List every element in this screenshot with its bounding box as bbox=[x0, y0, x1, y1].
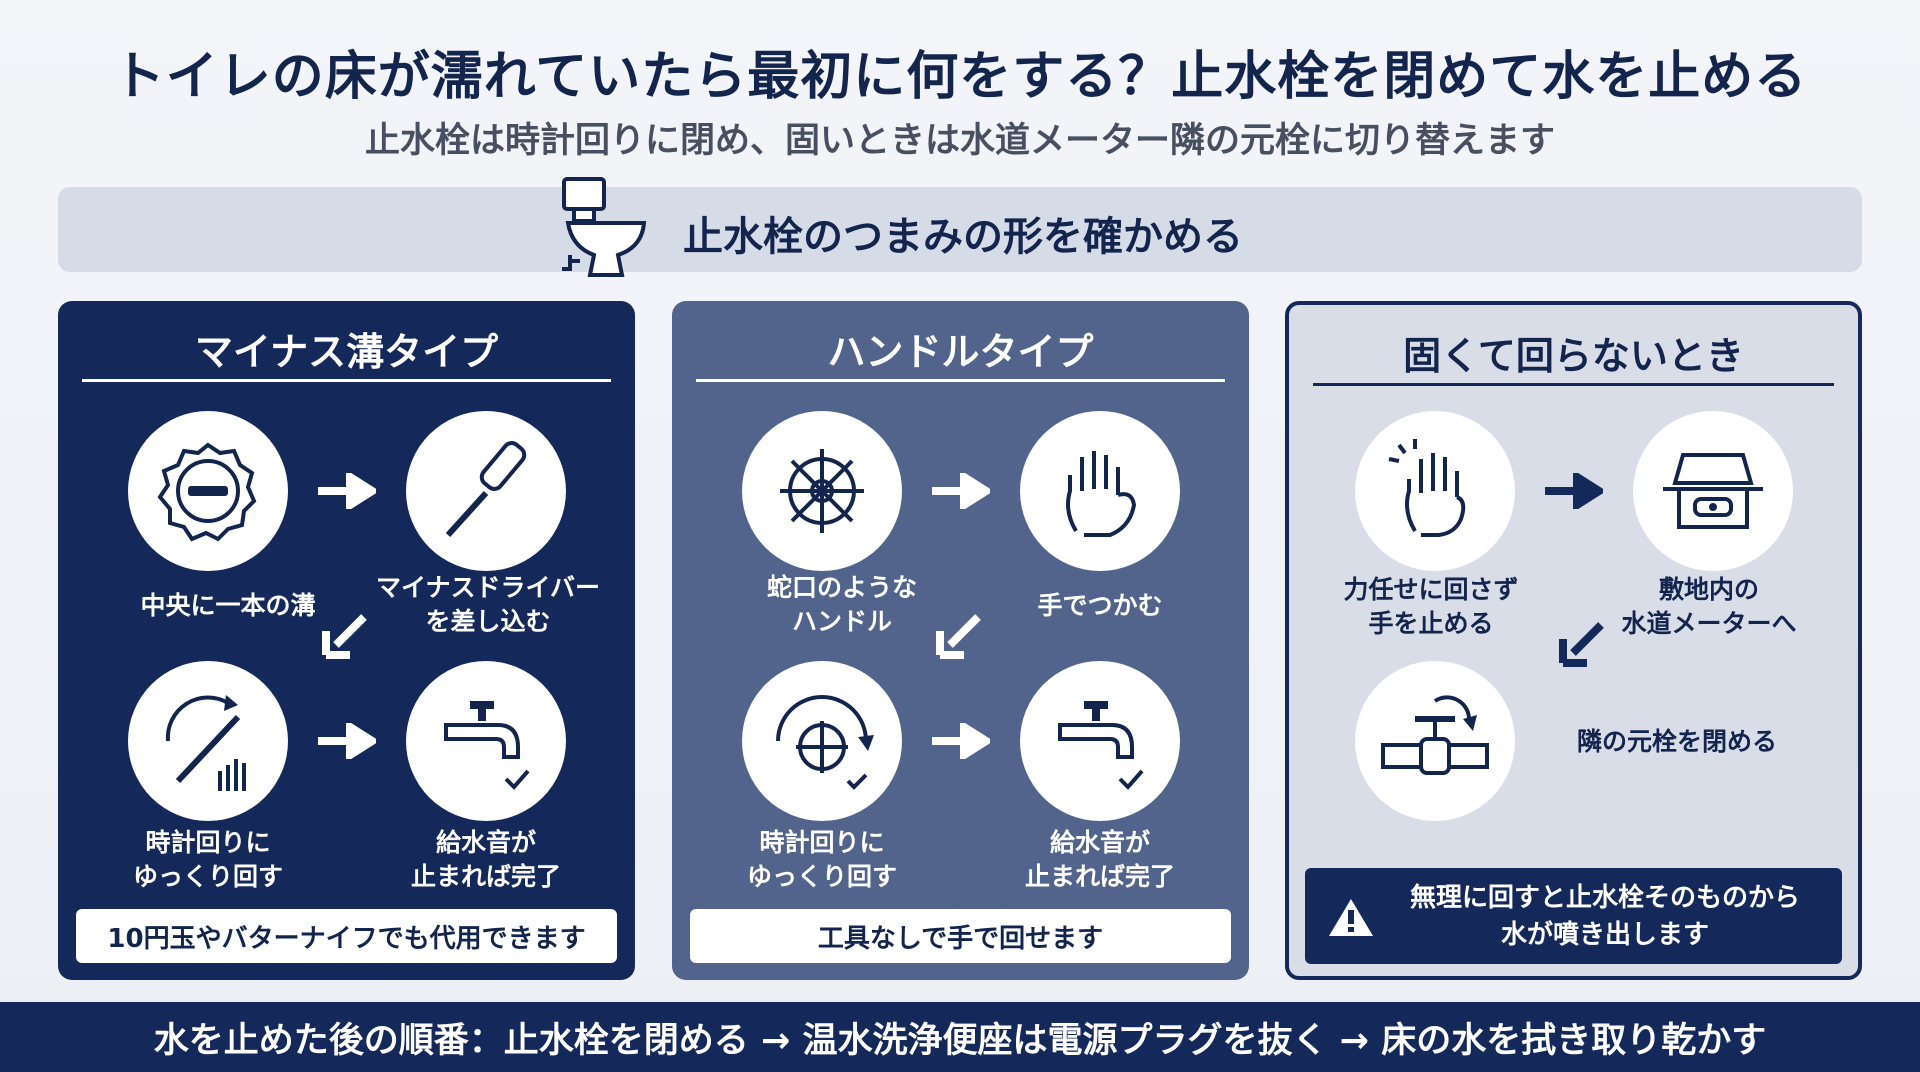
warning-text: 無理に回すと止水栓そのものから水が噴き出します bbox=[1409, 883, 1800, 950]
divider bbox=[696, 379, 1225, 382]
step-label: 力任せに回さず手を止める bbox=[1343, 575, 1519, 638]
turn-screwdriver-icon bbox=[128, 661, 288, 821]
panel-slotted-type: マイナス溝タイプ 中央に一本の溝 マイナスドライバーを差し込む 時計回りにゆっく… bbox=[58, 301, 635, 980]
panel-title: マイナス溝タイプ bbox=[194, 330, 499, 374]
page-title: トイレの床が濡れていたら最初に何をする？止水栓を閉めて水を止める bbox=[112, 47, 1808, 107]
water-meter-box-icon bbox=[1633, 411, 1793, 571]
page-subtitle: 止水栓は時計回りに閉め、固いときは水道メーター隣の元栓に切り替えます bbox=[364, 121, 1555, 161]
panel-note: 工具なしで手で回せます bbox=[690, 909, 1231, 963]
step-label: マイナスドライバーを差し込む bbox=[375, 573, 600, 636]
panel-title: ハンドルタイプ bbox=[827, 330, 1094, 374]
divider bbox=[82, 379, 611, 382]
arrow-right-icon bbox=[1545, 473, 1603, 509]
handle-wheel-icon bbox=[742, 411, 902, 571]
warning-icon bbox=[1329, 899, 1373, 936]
faucet-check-icon bbox=[1020, 661, 1180, 821]
step-label: 手でつかむ bbox=[1037, 591, 1163, 620]
turn-handle-icon bbox=[742, 661, 902, 821]
step-label: 時計回りにゆっくり回す bbox=[746, 828, 897, 891]
step-label: 給水音が止まれば完了 bbox=[410, 828, 561, 891]
toilet-icon bbox=[562, 177, 647, 277]
arrow-right-icon bbox=[932, 473, 990, 509]
arrow-down-left-icon bbox=[936, 614, 981, 659]
step-label: 中央に一本の溝 bbox=[140, 591, 316, 620]
footer-steps: 水を止めた後の順番：止水栓を閉める → 温水洗浄便座は電源プラグを抜く → 床の… bbox=[0, 1002, 1920, 1072]
step-label: 蛇口のようなハンドル bbox=[766, 573, 917, 636]
arrow-down-left-icon bbox=[322, 614, 367, 659]
arrow-right-icon bbox=[318, 723, 376, 759]
banner: 止水栓のつまみの形を確かめる bbox=[58, 177, 1862, 277]
faucet-check-icon bbox=[406, 661, 566, 821]
step-label: 敷地内の水道メーターへ bbox=[1621, 575, 1797, 638]
arrow-down-left-icon bbox=[1559, 622, 1604, 667]
screwdriver-icon bbox=[406, 411, 566, 571]
panel-title: 固くて回らないとき bbox=[1403, 334, 1744, 378]
arrow-right-icon bbox=[318, 473, 376, 509]
panel-stuck-valve: 固くて回らないとき 力任せに回さず手を止める 敷地内の水道メーターへ 隣の元栓を… bbox=[1285, 301, 1862, 980]
slotted-valve-icon bbox=[128, 411, 288, 571]
divider bbox=[1313, 383, 1834, 386]
hand-stop-icon bbox=[1355, 411, 1515, 571]
main-valve-icon bbox=[1355, 661, 1515, 821]
warning-box: 無理に回すと止水栓そのものから水が噴き出します bbox=[1305, 868, 1842, 964]
arrow-right-icon bbox=[932, 723, 990, 759]
panel-note: 10円玉やバターナイフでも代用できます bbox=[76, 909, 617, 963]
step-label: 時計回りにゆっくり回す bbox=[132, 828, 283, 891]
panel-handle-type: ハンドルタイプ 蛇口のようなハンドル 手でつかむ 時計回りにゆっくり回す 給水音… bbox=[672, 301, 1249, 980]
step-label: 隣の元栓を閉める bbox=[1576, 727, 1777, 756]
hand-grab-icon bbox=[1020, 411, 1180, 571]
banner-text: 止水栓のつまみの形を確かめる bbox=[683, 214, 1243, 260]
step-label: 給水音が止まれば完了 bbox=[1024, 828, 1175, 891]
